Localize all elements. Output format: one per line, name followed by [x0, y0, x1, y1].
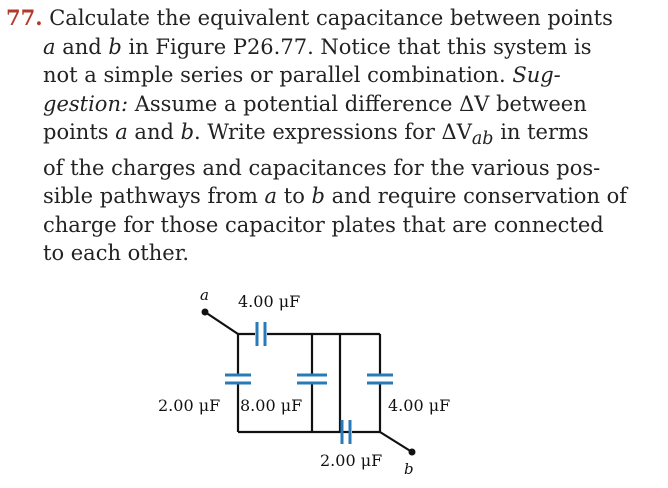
- var-b: b: [311, 184, 325, 209]
- cap-mid: [294, 373, 330, 385]
- cap-left: [225, 373, 251, 385]
- line-5-text-a: points: [43, 120, 116, 144]
- var-a: a: [264, 184, 278, 209]
- cap-right: [366, 373, 394, 385]
- problem-text: 77. Calculate the equivalent capacitance…: [6, 4, 656, 268]
- suggestion-end: gestion:: [43, 91, 129, 116]
- var-b: b: [180, 120, 195, 144]
- line-2-text-a: and: [55, 34, 109, 59]
- problem-line-5: points a and b. Write expressions for ΔV…: [6, 118, 656, 154]
- problem-line-9: to each other.: [6, 239, 656, 268]
- line-9-text: to each other.: [43, 241, 190, 266]
- line-4-text: Assume a potential difference ΔV between: [128, 91, 587, 116]
- line-6-text: of the charges and capacitances for the …: [43, 155, 601, 180]
- line-8-text: charge for those capacitor plates that a…: [43, 212, 604, 237]
- label-cap-mid: 8.00 μF: [240, 396, 302, 415]
- problem-number: 77.: [6, 5, 43, 30]
- problem-line-2: a and b in Figure P26.77. Notice that th…: [6, 33, 656, 62]
- var-a: a: [115, 120, 128, 144]
- problem-line-6: of the charges and capacitances for the …: [6, 154, 656, 183]
- var-b: b: [108, 34, 122, 59]
- label-cap-bottom: 2.00 μF: [320, 451, 382, 470]
- label-cap-top: 4.00 μF: [238, 292, 300, 311]
- lead-b: [379, 431, 413, 453]
- line-2-text-b: in Figure P26.77. Notice that this syste…: [121, 34, 592, 59]
- lead-a: [204, 311, 239, 335]
- line-5-text-d: in terms: [493, 120, 589, 144]
- problem-line-8: charge for those capacitor plates that a…: [6, 211, 656, 240]
- var-a: a: [43, 34, 56, 59]
- line-1-text: Calculate the equivalent capacitance bet…: [49, 6, 613, 30]
- terminal-b: [408, 448, 416, 456]
- line-5-text-b: and: [127, 120, 181, 144]
- label-cap-left: 2.00 μF: [158, 396, 220, 415]
- circuit-diagram: a 4.00 μF 2.00 μF 8.00 μF 4.00 μF 2.00 μ…: [158, 286, 450, 478]
- subscript-ab: ab: [471, 129, 494, 150]
- line-7-text-b: to: [277, 184, 312, 209]
- problem-line-3: not a simple series or parallel combinat…: [6, 61, 656, 90]
- line-7-text-c: and require conservation of: [324, 184, 628, 209]
- suggestion-start: Sug-: [512, 63, 561, 87]
- problem-line-4: gestion: Assume a potential difference Δ…: [6, 90, 656, 119]
- line-5-text-c: . Write expressions for ΔV: [194, 120, 472, 144]
- problem-line-7: sible pathways from a to b and require c…: [6, 182, 656, 211]
- label-b: b: [404, 460, 414, 478]
- line-3-text: not a simple series or parallel combinat…: [43, 63, 513, 87]
- label-cap-right: 4.00 μF: [388, 396, 450, 415]
- label-a: a: [200, 286, 209, 304]
- line-7-text-a: sible pathways from: [43, 184, 265, 209]
- problem-line-1: 77. Calculate the equivalent capacitance…: [6, 4, 656, 33]
